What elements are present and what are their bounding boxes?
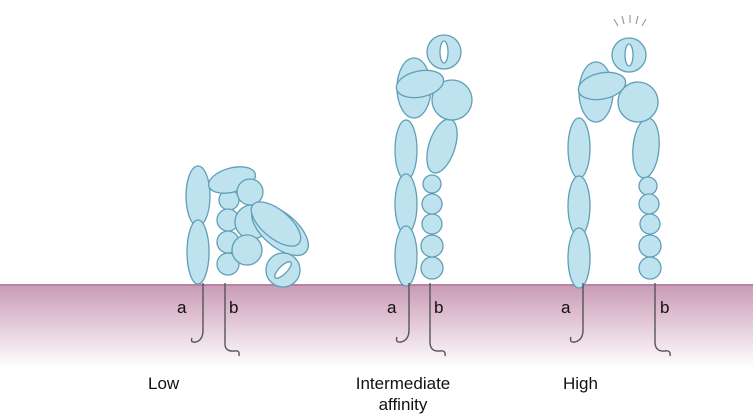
high-caption: High	[563, 373, 598, 394]
low-chain-a-label: a	[177, 298, 186, 318]
high-chain-a-label: a	[561, 298, 570, 318]
low-caption: Low	[148, 373, 179, 394]
low-affinity-integrin	[186, 162, 317, 287]
activation-rays	[614, 15, 646, 26]
low-chain-b-label: b	[229, 298, 238, 318]
intermediate-affinity-integrin	[394, 35, 472, 286]
high-affinity-integrin	[568, 38, 662, 288]
intermediate-chain-a-label: a	[387, 298, 396, 318]
intermediate-caption-line2: affinity	[335, 394, 471, 415]
cell-membrane	[0, 284, 753, 368]
high-chain-b-label: b	[660, 298, 669, 318]
intermediate-caption-line1: Intermediate	[335, 373, 471, 394]
intermediate-chain-b-label: b	[434, 298, 443, 318]
intermediate-caption: Intermediate affinity	[335, 373, 471, 415]
